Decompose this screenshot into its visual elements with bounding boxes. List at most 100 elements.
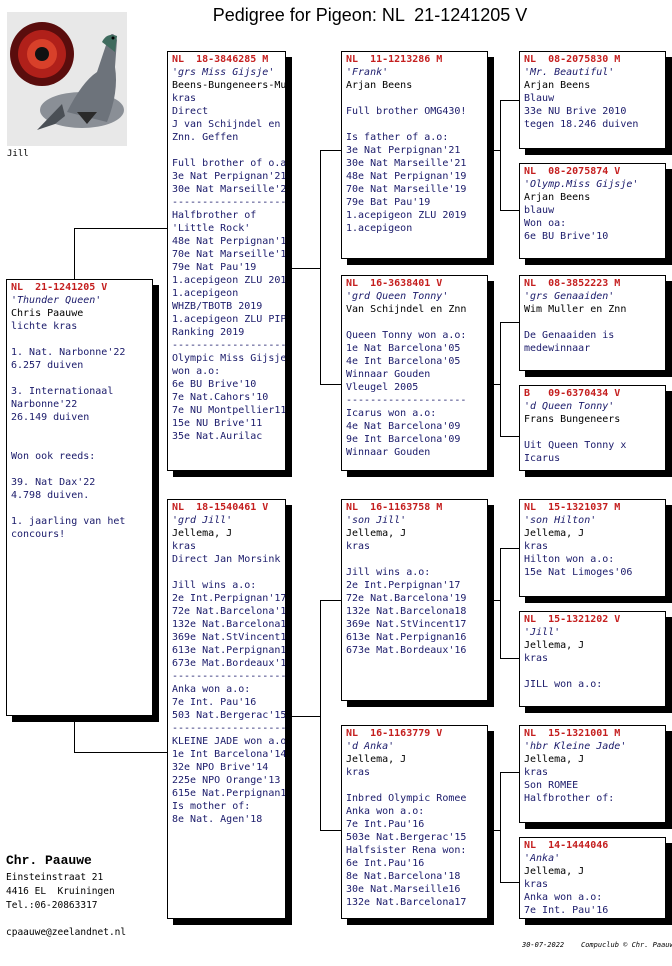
ring-number: NL 15-1321001 M: [524, 728, 621, 739]
pedigree-line: [346, 118, 484, 131]
pedigree-line: kras: [346, 541, 371, 552]
connector-line: [74, 228, 75, 280]
connector-line: [500, 436, 520, 437]
connector-line: [500, 772, 520, 773]
pigeon-name: 'd Queen Tonny': [524, 401, 615, 412]
pedigree-line: 673e Mat.Bordeaux'16: [172, 658, 286, 669]
pedigree-line: 6e BU Brive'10: [172, 379, 257, 390]
pigeon-name: 'grd Jill': [172, 515, 233, 526]
ring-number: NL 18-1540461 V: [172, 502, 269, 513]
pedigree-line: 613e Nat.Perpignan16: [172, 645, 286, 656]
footer-date-copyright: 30-07-2022 Compuclub © Chr. Paauwe: [522, 941, 672, 949]
pedigree-line: 15e NU Brive'11: [172, 418, 263, 429]
pigeon-card-sire: NL 18-3846285 M'grs Miss Gijsje'Beens-Bu…: [167, 51, 286, 471]
pigeon-card-sdd: B 09-6370434 V'd Queen Tonny'Frans Bunge…: [519, 385, 666, 471]
pedigree-line: 369e Nat.StVincent17: [172, 632, 286, 643]
pigeon-name: 'Mr. Beautiful': [524, 67, 615, 78]
pigeon-name: 'Frank': [346, 67, 389, 78]
connector-line: [488, 600, 500, 601]
pigeon-card-sire-dam: NL 16-3638401 V'grd Queen Tonny'Van Schi…: [341, 275, 488, 471]
pedigree-line: tegen 18.246 duiven: [524, 119, 639, 130]
ring-number: NL 15-1321202 V: [524, 614, 621, 625]
pedigree-line: 33e NU Brive 2010: [524, 106, 627, 117]
pedigree-line: [346, 316, 484, 329]
pigeon-photo-image: [7, 12, 127, 146]
pedigree-line: Icarus won a.o:: [346, 408, 437, 419]
breeder-name: Arjan Beens: [346, 80, 413, 91]
pedigree-line: [172, 566, 282, 579]
pedigree-line: Won ook reeds:: [11, 451, 96, 462]
pedigree-line: [11, 437, 149, 450]
pedigree-line: Halfbrother of: [172, 210, 257, 221]
pedigree-line: Son ROMEE: [524, 780, 579, 791]
pedigree-line: 2e Int.Perpignan'17: [172, 593, 286, 604]
pedigree-line: medewinnaar: [524, 343, 591, 354]
pedigree-line: 30e Nat.Marseille16: [346, 884, 461, 895]
pedigree-line: 1.acepigeon: [346, 223, 413, 234]
connector-line: [500, 322, 501, 436]
pedigree-line: 4.798 duiven.: [11, 490, 90, 501]
pedigree-line: Narbonne'22: [11, 399, 78, 410]
pedigree-line: 4e Nat Barcelona'09: [346, 421, 461, 432]
pedigree-line: Znn. Geffen: [172, 132, 239, 143]
breeder-name: Van Schijndel en Znn: [346, 304, 467, 315]
connector-line: [488, 384, 500, 385]
ring-number: NL 18-3846285 M: [172, 54, 269, 65]
pedigree-line: Won oa:: [524, 218, 567, 229]
pedigree-line: 35e Nat.Aurilac: [172, 431, 263, 442]
connector-line: [500, 100, 501, 210]
breeder-name: Beens-Bungeneers-Mul: [172, 80, 286, 91]
pedigree-line: --------------------: [346, 395, 467, 406]
pedigree-line: [172, 144, 282, 157]
pigeon-name: 'Anka': [524, 853, 561, 864]
pedigree-line: 48e Nat Perpignan'19: [172, 236, 286, 247]
pedigree-line: kras: [346, 767, 371, 778]
pedigree-line: 1e Int Barcelona'14: [172, 749, 286, 760]
pedigree-line: 1. jaarling van het: [11, 516, 126, 527]
pedigree-line: 8e Nat.Barcelona'18: [346, 871, 461, 882]
pedigree-line: 'Little Rock': [172, 223, 251, 234]
pedigree-line: 30e Nat Marseille'21: [346, 158, 467, 169]
pedigree-line: 79e Bat Pau'19: [346, 197, 431, 208]
pedigree-line: --------------------: [172, 723, 286, 734]
pedigree-line: Winnaar Gouden: [346, 447, 431, 458]
pedigree-line: 503e Nat.Bergerac'15: [346, 832, 467, 843]
pedigree-line: 613e Nat.Perpignan16: [346, 632, 467, 643]
pedigree-line: kras: [524, 653, 549, 664]
pedigree-line: Full brother of o.a:: [172, 158, 286, 169]
pedigree-line: [11, 424, 149, 437]
connector-line: [320, 150, 342, 151]
breeder-name: Arjan Beens: [524, 80, 591, 91]
pedigree-line: 369e Nat.StVincent17: [346, 619, 467, 630]
ring-number: NL 08-2075830 M: [524, 54, 621, 65]
pigeon-card-ssd: NL 08-2075874 V'Olymp.Miss Gijsje'Arjan …: [519, 163, 666, 259]
connector-line: [320, 830, 342, 831]
pedigree-line: 70e Nat Marseille'19: [172, 249, 286, 260]
pedigree-line: 1e Nat Barcelona'05: [346, 343, 461, 354]
connector-line: [488, 150, 500, 151]
pedigree-line: kras: [524, 541, 549, 552]
pigeon-name: 'son Hilton': [524, 515, 597, 526]
ring-number: B 09-6370434 V: [524, 388, 621, 399]
pedigree-line: 1.acepigeon: [172, 288, 239, 299]
pedigree-line: Queen Tonny won a.o:: [346, 330, 467, 341]
pedigree-line: De Genaaiden is: [524, 330, 615, 341]
pedigree-line: 132e Nat.Barcelona18: [346, 606, 467, 617]
pedigree-line: lichte kras: [11, 321, 78, 332]
pedigree-line: 1.acepigeon ZLU PIPA: [172, 314, 286, 325]
connector-line: [500, 772, 501, 882]
pedigree-line: [346, 779, 484, 792]
pigeon-name: 'son Jill': [346, 515, 407, 526]
connector-line: [500, 210, 520, 211]
pedigree-line: Hilton won a.o:: [524, 554, 615, 565]
pedigree-line: [11, 463, 149, 476]
connector-line: [74, 716, 75, 752]
ring-number: NL 16-1163758 M: [346, 502, 443, 513]
pedigree-line: 9e Int Barcelona'09: [346, 434, 461, 445]
pedigree-line: [524, 426, 662, 439]
connector-line: [500, 882, 520, 883]
